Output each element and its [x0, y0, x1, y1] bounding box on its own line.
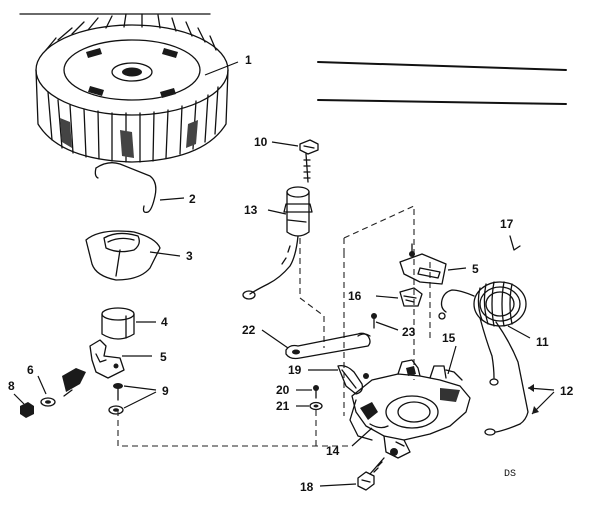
callout-8: 8	[8, 379, 15, 393]
condenser	[242, 186, 313, 300]
washer-20	[309, 401, 323, 411]
callout-10: 10	[254, 135, 268, 149]
leader-9a	[123, 385, 157, 391]
callout-15: 15	[442, 331, 456, 345]
callout-14: 14	[326, 444, 340, 458]
callout-5-right: 5	[472, 262, 479, 276]
callout-20: 21	[276, 399, 290, 413]
callout-1: 1	[245, 53, 252, 67]
leader-2	[159, 197, 185, 201]
alignment-line-condenser	[299, 238, 325, 348]
hex-nut	[20, 402, 34, 418]
header-line-top	[317, 61, 567, 71]
bracket-left	[62, 339, 125, 397]
callout-9: 9	[162, 384, 169, 398]
ignition-coil	[438, 281, 529, 436]
callout-21: 20	[276, 383, 290, 397]
flywheel	[35, 13, 229, 163]
callout-18: 18	[300, 480, 314, 494]
leader-10	[271, 141, 299, 147]
callout-13: 13	[244, 203, 258, 217]
bushing	[101, 307, 135, 340]
leader-13	[267, 209, 287, 215]
callout-19: 19	[288, 363, 302, 377]
leader-8	[13, 393, 25, 405]
callout-22: 22	[242, 323, 256, 337]
leader-22	[261, 329, 289, 349]
points-housing	[349, 359, 471, 459]
diagram-code: DS	[504, 469, 516, 480]
leader-16	[375, 295, 399, 299]
leader-5b	[447, 267, 467, 271]
callout-17: 17	[500, 217, 514, 231]
callout-4: 4	[161, 315, 168, 329]
leader-1	[204, 61, 239, 76]
leader-14	[351, 427, 373, 447]
spring-clip	[94, 162, 157, 214]
small-screw-23	[371, 313, 377, 329]
alignment-line-left	[117, 410, 352, 447]
spring-key	[509, 235, 521, 251]
screw-21	[313, 385, 319, 399]
leader-9b	[123, 391, 157, 409]
callout-12: 12	[560, 384, 574, 398]
leader-15	[447, 345, 457, 375]
leader-23	[375, 321, 399, 331]
shield-cover	[85, 230, 161, 281]
alignment-line-center	[343, 205, 415, 380]
terminal-block	[399, 287, 423, 307]
callout-6: 6	[27, 363, 34, 377]
leader-3	[149, 251, 181, 257]
callout-11: 11	[536, 335, 549, 349]
screw-and-washer	[108, 383, 124, 415]
callout-23: 23	[402, 325, 416, 339]
leader-18	[319, 483, 357, 487]
callout-16: 16	[348, 289, 362, 303]
callout-3: 3	[186, 249, 193, 263]
header-line-bottom	[317, 99, 567, 105]
plate-right	[399, 243, 447, 285]
breaker-arm	[337, 364, 369, 395]
callout-5-left: 5	[160, 350, 167, 364]
condenser-screw	[299, 139, 319, 183]
leader-6	[37, 375, 47, 395]
callout-2: 2	[189, 192, 196, 206]
leader-11	[507, 325, 531, 339]
link-arm	[285, 332, 371, 360]
mounting-screw	[357, 457, 385, 491]
lock-washer	[40, 397, 56, 407]
